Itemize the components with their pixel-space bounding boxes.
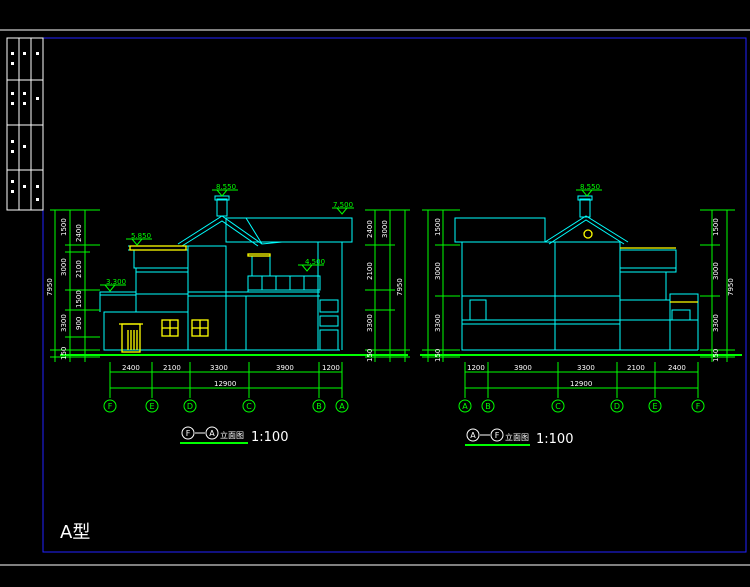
left-axis-F: F <box>108 402 113 411</box>
right-axis-C: C <box>555 402 561 411</box>
left-axis-D: D <box>187 402 193 411</box>
right-hdim-5: 2400 <box>668 364 686 372</box>
type-label: A型 <box>60 522 90 543</box>
left-rvdim-150: 150 <box>366 349 374 362</box>
left-hdim-4: 3900 <box>276 364 294 372</box>
left-rvdim-2100: 2100 <box>366 262 374 280</box>
right-rvdim-3300: 3300 <box>712 314 720 332</box>
right-vdims-right <box>700 209 735 362</box>
left-building <box>99 195 353 351</box>
left-axis-E: E <box>149 402 154 411</box>
left-title-axis1: F <box>186 429 191 438</box>
right-level-marks: 8.550 <box>576 183 602 197</box>
left-vdim-1500: 1500 <box>60 218 68 236</box>
left-vdim-2400: 2400 <box>75 224 83 242</box>
left-vdim-3000: 3000 <box>60 258 68 276</box>
level-5850: 5.850 <box>131 232 151 240</box>
left-title-scale: 1:100 <box>251 430 288 445</box>
left-vdim-total: 7950 <box>46 278 54 296</box>
left-rvdim-2400: 2400 <box>366 220 374 238</box>
right-rvdim-total: 7950 <box>727 278 735 296</box>
right-title-text: 立面图 <box>505 432 529 442</box>
right-elevation: 8.550 1500 3000 3300 150 <box>420 183 742 447</box>
right-building <box>454 195 699 351</box>
right-rvdim-3000: 3000 <box>712 262 720 280</box>
left-axis-B: B <box>316 402 322 411</box>
left-rvdim-total: 7950 <box>396 278 404 296</box>
right-vdim-3300: 3300 <box>434 314 442 332</box>
right-axis-A: A <box>462 402 468 411</box>
left-windows <box>119 245 271 353</box>
right-level-8550: 8.550 <box>580 183 600 191</box>
level-8550: 8.550 <box>216 183 236 191</box>
right-axis-B: B <box>485 402 491 411</box>
right-hdim-total: 12900 <box>570 380 592 388</box>
left-title-axis2: A <box>209 429 215 438</box>
left-rvdim-3300: 3300 <box>366 314 374 332</box>
left-axis-C: C <box>246 402 252 411</box>
left-hdim-5: 1200 <box>322 364 340 372</box>
level-3300: 3.300 <box>106 278 126 286</box>
left-hdim-3: 3300 <box>210 364 228 372</box>
right-vdim-1500: 1500 <box>434 218 442 236</box>
right-rvdim-1500: 1500 <box>712 218 720 236</box>
left-vdim-1500b: 1500 <box>75 290 83 308</box>
left-vdim-3300: 3300 <box>60 314 68 332</box>
right-vdim-3000: 3000 <box>434 262 442 280</box>
right-title: A F 立面图 1:100 <box>465 428 573 447</box>
left-hdim-total: 12900 <box>214 380 236 388</box>
right-title-axis2: F <box>495 431 500 440</box>
right-hdim-2: 3900 <box>514 364 532 372</box>
left-hdim-2: 2100 <box>163 364 181 372</box>
right-axis-D: D <box>614 402 620 411</box>
right-axis-F: F <box>696 402 701 411</box>
left-vdims-right <box>365 209 410 362</box>
left-title: F A 立面图 1:100 <box>180 426 288 445</box>
right-rvdim-150: 150 <box>712 349 720 362</box>
left-rvdim-3000: 3000 <box>381 220 389 238</box>
left-vdim-900: 900 <box>75 317 83 330</box>
left-vdim-150: 150 <box>60 347 68 360</box>
left-hdims <box>109 362 343 398</box>
right-details <box>583 229 698 303</box>
level-7500: 7.500 <box>333 201 353 209</box>
left-elevation: 8.550 7.500 5.850 4.500 3.300 <box>46 183 410 445</box>
right-axis-E: E <box>652 402 657 411</box>
title-block <box>6 37 44 211</box>
right-title-scale: 1:100 <box>536 432 573 447</box>
right-vdims-left <box>422 209 460 362</box>
right-hdim-3: 3300 <box>577 364 595 372</box>
right-hdim-1: 1200 <box>467 364 485 372</box>
right-axis-bubbles <box>458 399 705 413</box>
left-axis-A: A <box>339 402 345 411</box>
right-title-axis1: A <box>470 431 476 440</box>
level-4500: 4.500 <box>305 258 325 266</box>
left-vdim-2100: 2100 <box>75 260 83 278</box>
drawing-frame <box>42 37 747 553</box>
right-vdim-150: 150 <box>434 349 442 362</box>
left-axis-bubbles <box>103 399 349 413</box>
right-hdim-4: 2100 <box>627 364 645 372</box>
right-hdims <box>464 362 699 398</box>
left-vdims-left <box>50 209 100 362</box>
left-hdim-1: 2400 <box>122 364 140 372</box>
left-level-marks: 8.550 7.500 5.850 4.500 3.300 <box>100 183 354 292</box>
left-title-text: 立面图 <box>220 430 244 440</box>
